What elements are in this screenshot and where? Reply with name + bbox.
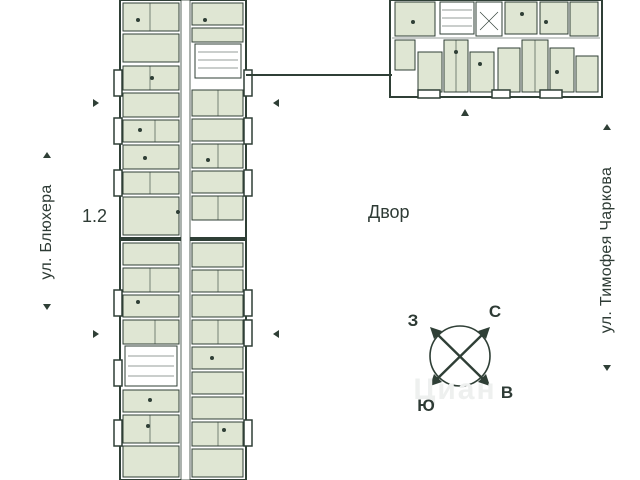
compass [429,325,491,387]
apartment [122,119,180,143]
entrance-arrow [273,330,279,338]
compass-circle [429,325,491,387]
balcony [243,169,253,197]
balcony [539,89,563,99]
apartment [394,1,436,37]
compass-west-label: З [407,311,419,330]
street-label-right: ул. Тимофея Чаркова [598,166,615,334]
apartment [122,2,180,32]
compass-arrow-east [478,374,490,386]
apartment [191,242,244,268]
entrance-markers [93,99,469,338]
apartment [191,371,244,395]
apartment [569,1,599,37]
apartment [191,294,244,318]
apartment [549,47,575,93]
apartment [122,144,180,170]
compass-axis-ne-sw [435,332,485,381]
compass-south-label: Ю [417,396,435,415]
apartment [191,2,244,26]
apartment [191,269,244,293]
apartment [191,448,244,478]
balcony [113,289,123,317]
balcony [113,117,123,145]
balcony [113,69,123,97]
apartment [191,421,244,447]
apartment [191,89,244,117]
compass-arrow-west [430,327,442,339]
street-left-arrow-up [43,152,51,158]
apartment [122,414,180,444]
balcony [491,89,511,99]
apartment [191,195,244,221]
apartment [575,55,599,93]
apartment [122,33,180,63]
entrance-arrow [93,99,99,107]
balcony [243,69,253,97]
street-label-left: ул. Блюхера [38,184,55,280]
yard-label: Двор [368,202,410,222]
balcony [243,319,253,347]
apartment [191,143,244,169]
apartment [469,51,495,93]
watermark: Циан [413,373,497,406]
entrance-arrow [93,330,99,338]
balcony [243,117,253,145]
building-1-2 [113,0,253,480]
apartment [394,39,416,71]
balcony [243,289,253,317]
apartment [539,1,569,35]
apartment [122,294,180,318]
apartment [191,346,244,370]
balcony [113,169,123,197]
apartment [122,92,180,118]
compass-arrow-south [430,374,442,386]
apartment [417,51,443,93]
entrance-arrow [461,109,469,116]
apartment [191,170,244,194]
apartment [191,27,244,43]
street-right-arrow-up [603,124,611,130]
apartment [122,196,180,236]
apartment [497,47,521,93]
balcony [243,419,253,447]
building-number: 1.2 [82,206,108,226]
corridor [180,0,191,480]
apartment [122,171,180,195]
compass-east-label: В [500,383,514,402]
apartment [191,396,244,420]
balcony [113,419,123,447]
apartment [504,1,538,35]
apartment [122,267,180,293]
apartment [191,118,244,142]
balcony [417,89,441,99]
compass-arrow-north [478,327,490,339]
compass-north-label: С [488,302,502,321]
stair-core [194,43,242,79]
entrance-arrow [273,99,279,107]
apartment [122,445,180,478]
lift-core [475,1,503,37]
street-right-arrow-down [603,365,611,371]
street-left-arrow-down [43,304,51,310]
apartment [191,319,244,345]
balcony [113,359,123,387]
apartment [122,319,180,345]
building-top-right [389,0,603,99]
apartment [122,242,180,266]
